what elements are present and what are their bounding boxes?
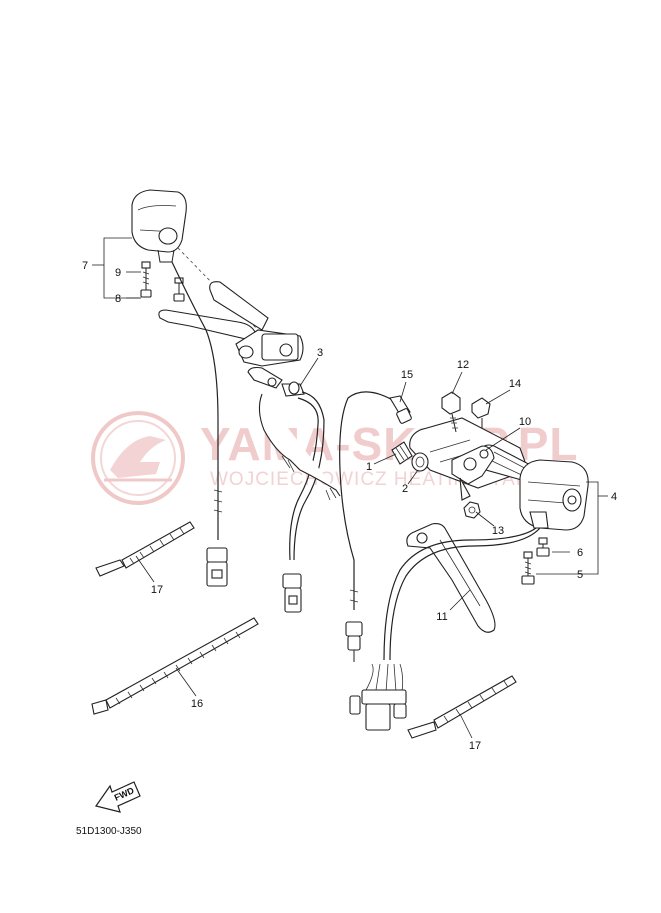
callout-10: 10	[519, 416, 531, 428]
right-switch-wiring	[349, 527, 541, 731]
callout-17-right: 17	[469, 740, 481, 752]
callout-13: 13	[492, 525, 504, 537]
screw-6	[536, 537, 550, 557]
callout-12: 12	[457, 359, 469, 371]
watermark-logo-icon	[91, 411, 185, 505]
cable-tie-17-right	[407, 675, 517, 739]
callout-6: 6	[577, 547, 583, 559]
callout-8: 8	[115, 293, 121, 305]
brake-switch-15	[389, 395, 412, 424]
left-handlebar-switch	[131, 189, 259, 331]
nut-13	[463, 501, 481, 519]
brake-switch-lead	[339, 391, 397, 662]
bolt-12	[441, 391, 461, 433]
callout-3: 3	[317, 347, 323, 359]
callout-15: 15	[401, 369, 413, 381]
callout-17-left: 17	[151, 584, 163, 596]
diagram-code: 51D1300-J350	[76, 826, 142, 837]
cable-tie-17-left	[95, 521, 195, 577]
forward-arrow-icon: FWD	[95, 781, 141, 813]
callout-14: 14	[509, 378, 521, 390]
screw-9	[140, 261, 152, 298]
screw-8	[173, 277, 185, 302]
callout-7: 7	[82, 260, 88, 272]
right-handlebar-switch-4	[519, 459, 589, 531]
clutch-switch-lead	[258, 391, 341, 613]
callout-4: 4	[611, 491, 617, 503]
screw-5	[521, 551, 535, 585]
callout-labels: 7 9 8 3 15 12 14 10 1 2 13 4 6 5 11 17 1…	[82, 260, 617, 752]
cable-tie-16	[91, 617, 259, 715]
left-switch-wiring	[171, 261, 228, 587]
callout-2: 2	[402, 483, 408, 495]
callout-11: 11	[436, 611, 447, 623]
callout-5: 5	[577, 569, 583, 581]
callout-1: 1	[366, 461, 372, 473]
left-grip-and-lever	[158, 281, 305, 397]
callout-9: 9	[115, 267, 121, 279]
callout-16: 16	[191, 698, 203, 710]
locknut-2	[411, 452, 429, 472]
lever-holder-10	[451, 445, 495, 501]
adjuster-1	[391, 441, 413, 465]
leader-lines	[92, 237, 608, 739]
brake-lever-11	[406, 523, 496, 633]
bolt-14	[471, 397, 491, 428]
